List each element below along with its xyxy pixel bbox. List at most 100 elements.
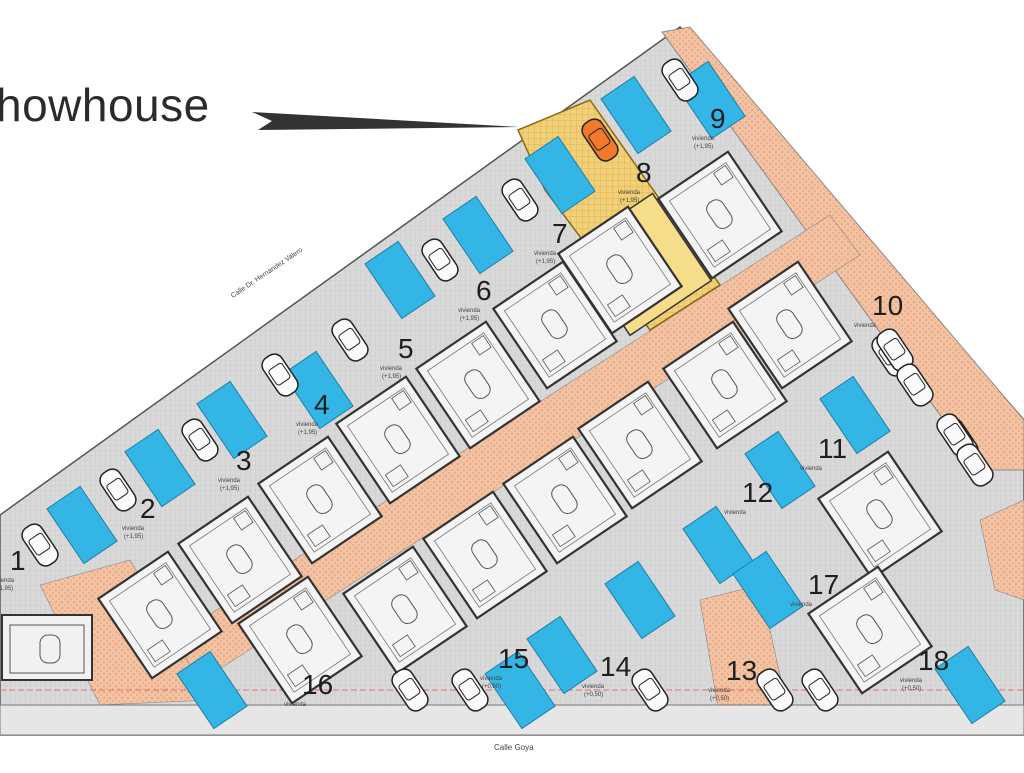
house-plot-18	[806, 565, 934, 695]
plot-level-7: (+1,95)	[536, 259, 555, 265]
pool-plot-2	[124, 428, 196, 508]
plot-level-1: (+1,95)	[0, 586, 13, 592]
plot-unit-label-9: vivienda	[692, 136, 715, 142]
plot-number-18: 18	[918, 645, 949, 676]
car-plot-3	[181, 418, 219, 462]
pool-plot-17	[732, 550, 804, 630]
plot-level-14: (+0,50)	[584, 692, 603, 698]
car-plot-8	[581, 118, 619, 162]
plot-number-9: 9	[710, 103, 726, 134]
pool-plot-14	[526, 615, 598, 695]
pools-layer	[46, 60, 1006, 730]
plot-unit-label-15: vivienda	[480, 676, 503, 682]
car-plot-east-1	[896, 363, 934, 407]
plot-unit-label-13: vivienda	[708, 688, 731, 694]
corner-house	[1, 614, 93, 681]
house-plot-7	[556, 205, 684, 335]
pool-plot-16	[176, 650, 248, 730]
car-plot-1	[21, 523, 59, 567]
pool-plot-3	[196, 380, 268, 460]
plot-number-8: 8	[636, 157, 652, 188]
houses-layer	[96, 150, 944, 705]
plot-level-2: (+1,95)	[124, 534, 143, 540]
house-plot-2	[176, 495, 304, 625]
plot-number-7: 7	[552, 218, 568, 249]
plot-level-8: (+1,95)	[620, 198, 639, 204]
plot-unit-label-8: vivienda	[618, 190, 641, 196]
house-plot-13	[501, 435, 629, 565]
plot-level-5: (+1,95)	[382, 374, 401, 380]
plot-level-4: (+1,95)	[298, 430, 317, 436]
plot-unit-label-6: vivienda	[458, 308, 481, 314]
plot-labels-layer: 1 vivienda (+1,95) 2 vivienda (+1,95) 3 viviend…	[0, 103, 949, 708]
plot-unit-label-10: vivienda	[854, 323, 877, 329]
plot-level-15: (+0,50)	[482, 684, 501, 690]
plot-number-15: 15	[498, 643, 529, 674]
car-plot-5	[331, 318, 369, 362]
plot-number-11: 11	[818, 433, 847, 464]
showhouse-title: howhouse	[0, 79, 210, 131]
plot-unit-label-5: vivienda	[380, 366, 403, 372]
plot-level-3: (+1,95)	[220, 486, 239, 492]
plot-number-10: 10	[872, 290, 903, 321]
plot-number-1: 1	[10, 545, 26, 576]
house-plot-10	[726, 260, 854, 390]
house-plot-16	[236, 575, 364, 705]
house-plot-14	[421, 490, 549, 620]
plot-unit-label-16: vivienda	[284, 702, 307, 708]
car-plot-7	[501, 178, 539, 222]
plot-unit-label-14: vivienda	[582, 684, 605, 690]
house-plot-3	[256, 435, 384, 565]
pool-plot-5	[364, 240, 436, 320]
plot-number-6: 6	[476, 275, 492, 306]
car-plot-4	[261, 353, 299, 397]
pool-plot-13	[604, 560, 676, 640]
street-label-south: Calle Goya	[494, 743, 534, 752]
plot-unit-label-4: vivienda	[296, 422, 319, 428]
house-plot-11	[661, 320, 789, 450]
house-plot-4	[334, 375, 462, 505]
plot-number-3: 3	[236, 445, 252, 476]
plot-unit-label-3: vivienda	[218, 478, 241, 484]
plot-number-4: 4	[314, 389, 330, 420]
car-plot-6	[421, 238, 459, 282]
plot-number-12: 12	[742, 477, 773, 508]
plot-unit-label-17: vivienda	[790, 602, 813, 608]
house-plot-9	[656, 150, 784, 280]
plot-level-9: (+1,95)	[694, 144, 713, 150]
plot-unit-label-2: vivienda	[122, 526, 145, 532]
pool-plot-1	[46, 485, 118, 565]
pool-plot-11	[744, 430, 816, 510]
pool-plot-18	[934, 645, 1006, 725]
cars-layer	[21, 58, 994, 712]
plot-unit-label-11: vivienda	[800, 466, 823, 472]
car-plot-15	[451, 668, 489, 712]
car-plot-13	[756, 668, 794, 712]
pool-plot-6	[442, 195, 514, 275]
plot-level-18: (+0,50)	[902, 686, 921, 692]
plot-number-2: 2	[140, 493, 156, 524]
plot-number-14: 14	[600, 651, 631, 682]
house-plot-17	[816, 450, 944, 580]
pool-plot-4	[282, 350, 354, 430]
plot-level-13: (+0,50)	[710, 696, 729, 702]
house-plot-1	[96, 550, 224, 680]
pool-plot-10	[819, 375, 891, 455]
car-plot-east-3	[956, 443, 994, 487]
car-plot-2	[99, 468, 137, 512]
car-plot-14	[631, 668, 669, 712]
pointer-arrow	[252, 112, 520, 130]
plot-unit-label-7: vivienda	[534, 251, 557, 257]
plot-number-16: 16	[302, 669, 333, 700]
house-plot-12	[576, 380, 704, 510]
plot-number-13: 13	[726, 655, 757, 686]
plot-unit-label-12: vivienda	[724, 510, 747, 516]
pool-plot-7	[524, 135, 596, 215]
plot-number-17: 17	[808, 569, 839, 600]
walkway-east2	[979, 499, 1024, 601]
house-plot-5	[414, 320, 542, 450]
plot-level-6: (+1,95)	[460, 316, 479, 322]
car-plot-18	[801, 668, 839, 712]
